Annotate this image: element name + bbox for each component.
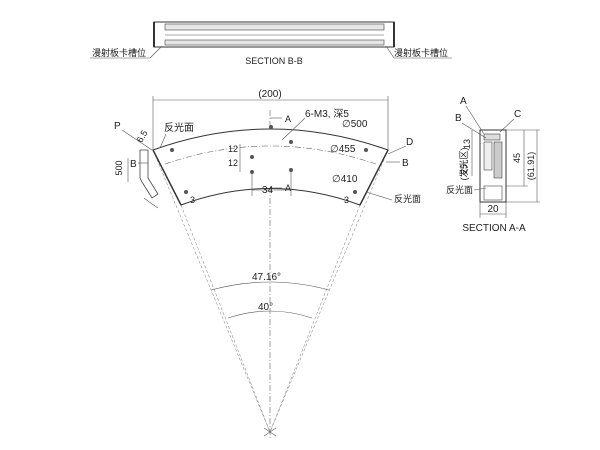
aa-label-b: B [455,113,462,124]
aa-reflect: 反光面 [446,184,473,195]
dia-410-label: ∅410 [332,174,358,185]
dim-12a: 12 [228,144,238,154]
cable-tail [143,197,159,209]
aa-label-c: C [514,109,521,120]
label-d-leader [387,145,407,155]
section-aa-view: A B C 13 25 (发光区) 45 (61.91) 20 反光面 SECT… [446,96,540,234]
section-bb-right-leader [385,45,395,59]
radial-line-inner-left [180,204,271,433]
section-bb-right-note: 漫射板卡槽位 [394,47,448,58]
mount-hole-1 [170,148,174,152]
reflect-right-leader [365,191,393,201]
label-b-left: B [130,159,137,170]
angle-outer: 47.16° [252,272,281,283]
angle-arc-inner [227,310,313,319]
mount-hole-7 [289,168,293,172]
label-p: P [114,121,121,132]
mount-hole-3 [269,125,273,129]
dim-500: 500 [114,160,124,175]
holes-note-leader [281,117,306,141]
dia-455-label: ∅455 [330,144,356,155]
aa-label-b-leader [461,122,487,139]
arc-end-left [152,149,182,206]
section-bb-left-leader [149,45,163,59]
dim-3-right: 3 [344,195,349,205]
angle-arc-outer [210,281,330,291]
section-aa-led-board [493,141,503,179]
aa-dim-13: 13 [462,139,472,149]
section-bb-bottom-flange [164,39,385,46]
reflect-left: 反光面 [164,121,194,134]
radial-line-inner-right [269,204,361,433]
section-aa-title: SECTION A-A [462,223,526,234]
mount-hole-9 [353,190,357,194]
aa-dim-45: 45 [512,153,522,163]
aa-label-a-leader [465,105,485,135]
section-aa-emit-zone [483,141,493,171]
aa-dim-20: 20 [487,204,499,215]
aa-dim-25: 25 [459,164,469,174]
section-aa-base [483,185,503,201]
label-d: D [406,137,413,148]
arc-dia-455 [164,145,377,165]
section-bb-title: SECTION B-B [245,56,303,66]
section-bb-top-flange [164,23,385,31]
section-bb-left-note: 漫射板卡槽位 [92,47,146,58]
label-p-leader [121,129,153,151]
aa-note-emit: (发光区) [458,148,469,181]
mount-hole-4 [289,140,293,144]
dim-12b: 12 [228,158,238,168]
cable-connector [139,149,159,199]
dim-3-left: 3 [190,195,195,205]
label-b-right: B [402,158,409,169]
arc-end-right [359,149,389,206]
radial-line-outer-right [269,149,389,433]
section-bb-view: 漫射板卡槽位 漫射板卡槽位 SECTION B-B [90,21,452,66]
angle-inner: 40° [258,302,273,313]
aa-dim-61-91: (61.91) [526,152,536,181]
dia-500-label: ∅500 [342,119,368,130]
dim-6-5: 6.5 [135,128,150,144]
front-view: (200) 6-M3, 深5 ∅500 ∅455 ∅410 A A 12 12 … [114,89,421,440]
apex-mark [263,427,277,437]
mount-hole-5 [250,155,254,159]
section-aa-top-block [483,133,501,141]
label-a-top: A [285,114,291,124]
dim-width-text: (200) [258,89,281,100]
mount-hole-2 [184,190,188,194]
aa-label-a: A [460,96,467,107]
reflect-right: 反光面 [394,193,421,204]
aa-reflect-leader [473,187,487,191]
label-a-bottom: A [285,183,291,193]
reflect-left-leader [159,133,167,149]
radial-line-outer-left [152,149,271,433]
aa-label-c-leader [499,118,515,133]
dim-34: 34 [262,185,274,196]
mount-hole-8 [364,148,368,152]
holes-note: 6-M3, 深5 [305,108,349,120]
